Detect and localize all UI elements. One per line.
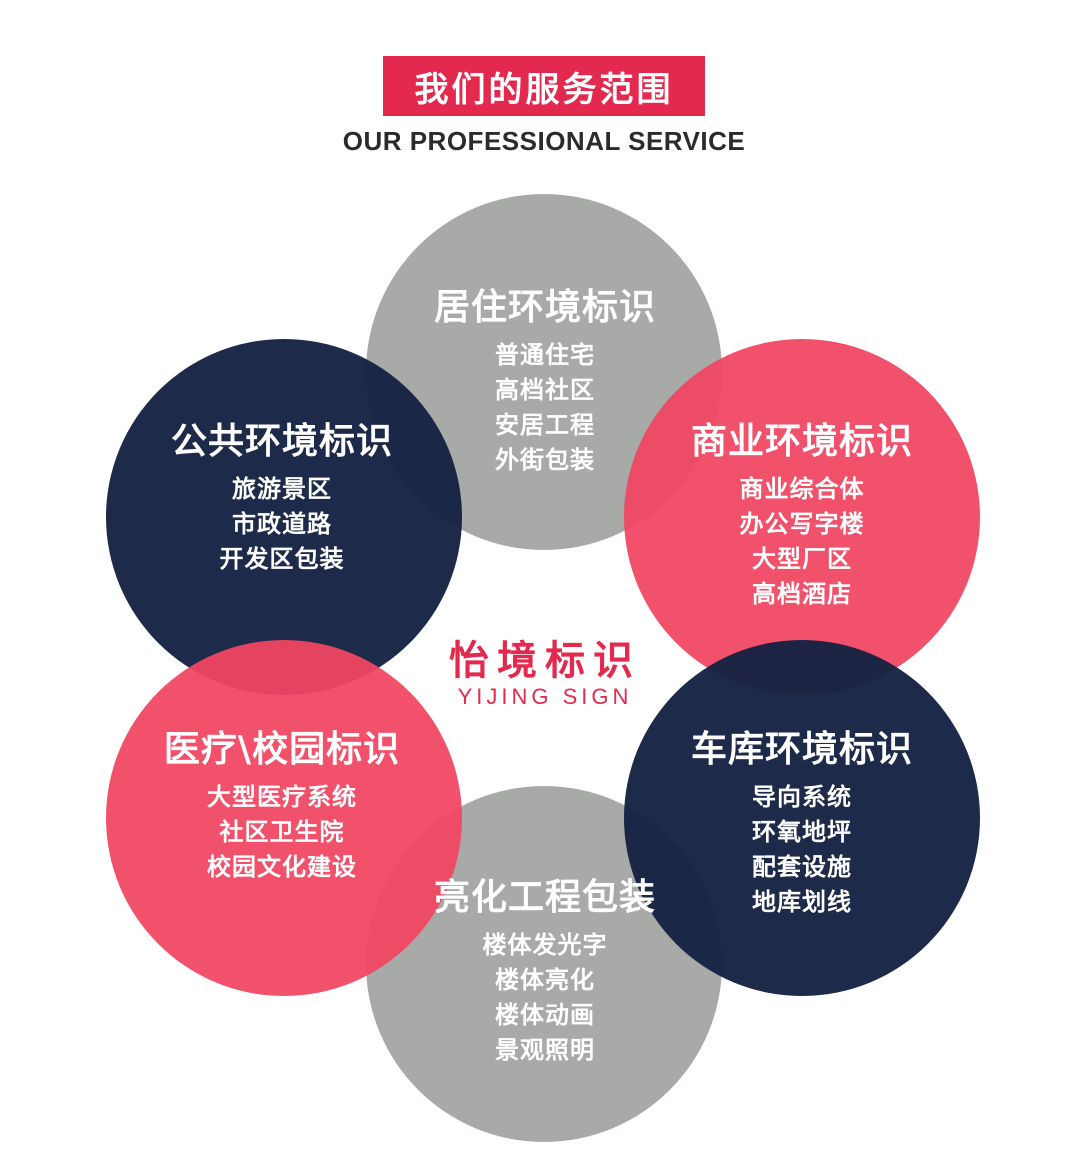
service-item: 高档社区 [494,376,595,404]
header-subtitle: OUR PROFESSIONAL SERVICE [342,126,746,156]
service-item: 校园文化建设 [207,853,357,881]
service-item: 大型厂区 [751,545,852,573]
service-residential: 居住环境标识 普通住宅 高档社区 安居工程 外街包装 [434,286,656,478]
service-item: 环氧地坪 [751,818,852,846]
service-title: 公共环境标识 [170,421,394,462]
service-item: 安居工程 [494,411,595,439]
circle-commercial [624,339,980,695]
service-item: 大型医疗系统 [207,783,357,811]
service-title: 车库环境标识 [690,729,914,770]
service-title: 居住环境标识 [433,287,657,328]
service-public: 公共环境标识 旅游景区 市政道路 开发区包装 [171,420,393,577]
service-item: 办公写字楼 [739,510,865,538]
service-item: 市政道路 [231,510,332,538]
service-item: 普通住宅 [494,341,595,369]
service-item: 楼体动画 [494,1001,595,1029]
circle-public [106,339,462,695]
service-commercial: 商业环境标识 商业综合体 办公写字楼 大型厂区 高档酒店 [691,420,913,612]
brand-title: 怡境标识 [449,638,641,684]
service-title: 商业环境标识 [690,421,914,462]
header-title: 我们的服务范围 [414,69,674,110]
service-item: 导向系统 [751,783,852,811]
circle-medical [106,640,462,996]
header-title-box: 我们的服务范围 [383,56,705,116]
service-item: 外街包装 [494,446,595,474]
service-item: 旅游景区 [231,475,332,503]
service-item: 开发区包装 [219,545,345,573]
service-item: 商业综合体 [739,475,865,503]
brand-subtitle: YIJING SIGN [457,684,633,709]
service-garage: 车库环境标识 导向系统 环氧地坪 配套设施 地库划线 [691,728,913,920]
service-item: 景观照明 [494,1036,595,1064]
service-item: 楼体发光字 [482,931,608,959]
service-item: 配套设施 [751,853,852,881]
service-item: 高档酒店 [751,580,852,608]
circle-garage [624,640,980,996]
service-medical: 医疗\校园标识 大型医疗系统 社区卫生院 校园文化建设 [164,728,400,885]
service-item: 地库划线 [751,888,852,916]
service-item: 社区卫生院 [219,818,345,846]
service-title: 亮化工程包装 [433,877,657,918]
service-title: 医疗\校园标识 [163,729,401,770]
service-lighting: 亮化工程包装 楼体发光字 楼体亮化 楼体动画 景观照明 [434,876,656,1068]
service-item: 楼体亮化 [494,966,595,994]
